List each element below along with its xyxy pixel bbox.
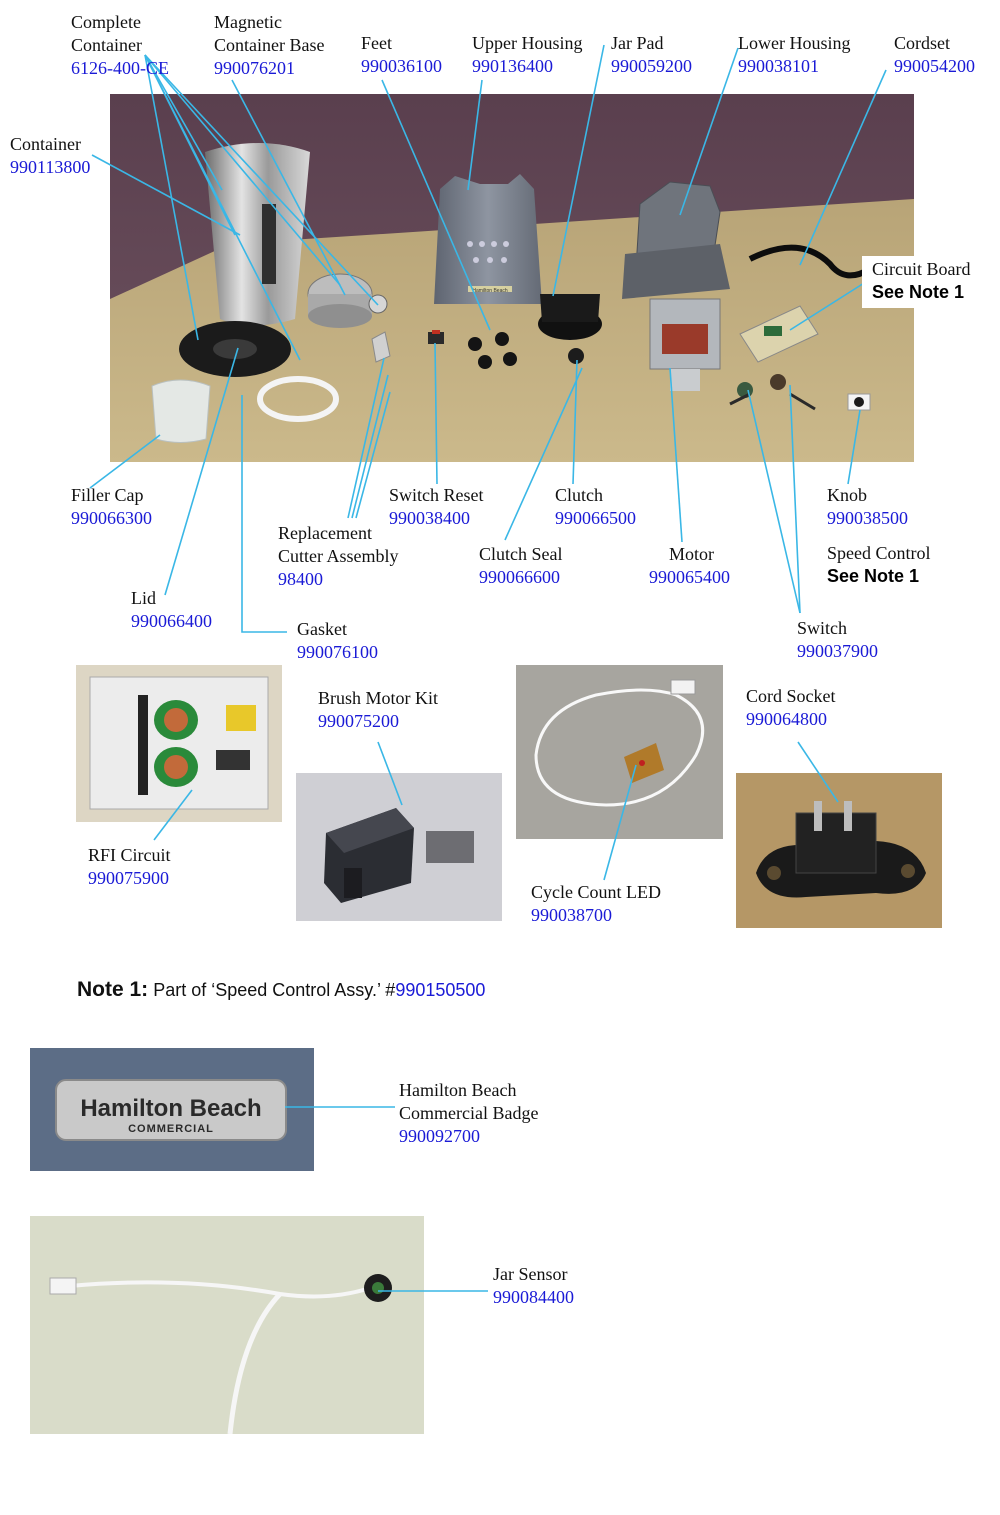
callout-jar-pad: Jar Pad 990059200 bbox=[611, 32, 692, 78]
callout-motor: Motor 990065400 bbox=[649, 543, 730, 589]
callout-jar-sensor: Jar Sensor 990084400 bbox=[493, 1263, 574, 1309]
part-number: 990038500 bbox=[827, 508, 908, 528]
callout-speed-control: Speed Control See Note 1 bbox=[827, 542, 931, 588]
part-number: 990066400 bbox=[131, 611, 212, 631]
unit-brand-text: Hamilton Beach bbox=[472, 288, 508, 294]
callout-name: Circuit Board bbox=[872, 259, 971, 279]
callout-lid: Lid 990066400 bbox=[131, 587, 212, 633]
callout-name: Hamilton Beach bbox=[399, 1080, 517, 1100]
callout-name: Speed Control bbox=[827, 543, 931, 563]
callout-name: Gasket bbox=[297, 619, 347, 639]
part-number: 990037900 bbox=[797, 641, 878, 661]
part-number: 990059200 bbox=[611, 56, 692, 76]
callout-name: Cord Socket bbox=[746, 686, 836, 706]
badge-photo: Hamilton Beach COMMERCIAL bbox=[30, 1048, 314, 1171]
callout-name: Commercial Badge bbox=[399, 1103, 539, 1123]
part-number: 990038400 bbox=[389, 508, 470, 528]
part-number: 990092700 bbox=[399, 1126, 480, 1146]
note-label: Note 1: bbox=[77, 978, 149, 1001]
exploded-parts-illustration: Hamilton Beach bbox=[110, 94, 914, 462]
badge-brand-text: Hamilton Beach bbox=[80, 1095, 261, 1122]
callout-name: Lid bbox=[131, 588, 156, 608]
see-note-text: See Note 1 bbox=[827, 566, 920, 586]
rfi-circuit-photo bbox=[76, 665, 282, 822]
container-shape bbox=[205, 143, 310, 326]
part-number: 990054200 bbox=[894, 56, 975, 76]
part-number: 990064800 bbox=[746, 709, 827, 729]
callout-name: Knob bbox=[827, 485, 867, 505]
callout-knob: Knob 990038500 bbox=[827, 484, 908, 530]
callout-name: Filler Cap bbox=[71, 485, 144, 505]
callout-name: Cycle Count LED bbox=[531, 882, 661, 902]
callout-badge: Hamilton Beach Commercial Badge 99009270… bbox=[399, 1079, 538, 1148]
badge-sub-text: COMMERCIAL bbox=[128, 1123, 214, 1135]
callout-container: Container 990113800 bbox=[10, 133, 90, 179]
part-number: 98400 bbox=[278, 569, 323, 589]
note-text: Part of ‘Speed Control Assy.’ # bbox=[148, 980, 396, 1000]
callout-cord-socket: Cord Socket 990064800 bbox=[746, 685, 836, 731]
callout-name: Brush Motor Kit bbox=[318, 688, 439, 708]
callout-name: Upper Housing bbox=[472, 33, 583, 53]
callout-name: Complete bbox=[71, 12, 141, 32]
callout-name: Switch bbox=[797, 618, 848, 638]
callout-name: Container Base bbox=[214, 35, 325, 55]
callout-replacement-cutter: Replacement Cutter Assembly 98400 bbox=[278, 522, 399, 591]
callout-name: Jar Pad bbox=[611, 33, 664, 53]
callout-name: Switch Reset bbox=[389, 485, 484, 505]
part-number: 990066300 bbox=[71, 508, 152, 528]
callout-gasket: Gasket 990076100 bbox=[297, 618, 378, 664]
part-number: 990076201 bbox=[214, 58, 295, 78]
part-number: 990084400 bbox=[493, 1287, 574, 1307]
callout-clutch: Clutch 990066500 bbox=[555, 484, 636, 530]
upper-housing-shape bbox=[434, 174, 542, 304]
note-part-number: 990150500 bbox=[395, 980, 486, 1000]
callout-name: Cordset bbox=[894, 33, 950, 53]
callout-name: Jar Sensor bbox=[493, 1264, 568, 1284]
part-number: 990038101 bbox=[738, 56, 819, 76]
callout-switch: Switch 990037900 bbox=[797, 617, 878, 663]
callout-brush-motor-kit: Brush Motor Kit 990075200 bbox=[318, 687, 438, 733]
part-number: 990065400 bbox=[649, 567, 730, 587]
callout-name: Container bbox=[10, 134, 81, 154]
brush-motor-kit-photo bbox=[296, 773, 502, 921]
callout-filler-cap: Filler Cap 990066300 bbox=[71, 484, 152, 530]
callout-name: Cutter Assembly bbox=[278, 546, 399, 566]
callout-magnetic-container-base: Magnetic Container Base 990076201 bbox=[214, 11, 324, 80]
callout-cycle-count-led: Cycle Count LED 990038700 bbox=[531, 881, 661, 927]
exploded-parts-photo: Hamilton Beach bbox=[110, 94, 914, 462]
callout-name: Magnetic bbox=[214, 12, 282, 32]
see-note-text: See Note 1 bbox=[872, 282, 965, 302]
part-number: 990113800 bbox=[10, 157, 91, 177]
callout-rfi-circuit: RFI Circuit 990075900 bbox=[88, 844, 171, 890]
callout-name: Lower Housing bbox=[738, 33, 851, 53]
note-1: Note 1: Part of ‘Speed Control Assy.’ #9… bbox=[77, 978, 485, 1002]
part-number: 990075900 bbox=[88, 868, 169, 888]
callout-name: Clutch Seal bbox=[479, 544, 563, 564]
callout-complete-container: Complete Container 6126-400-CE bbox=[71, 11, 169, 80]
part-number: 990038700 bbox=[531, 905, 612, 925]
part-number: 990075200 bbox=[318, 711, 399, 731]
part-number: 990076100 bbox=[297, 642, 378, 662]
callout-clutch-seal: Clutch Seal 990066600 bbox=[479, 543, 563, 589]
part-number: 990036100 bbox=[361, 56, 442, 76]
callout-name: Motor bbox=[669, 544, 714, 564]
callout-name: Feet bbox=[361, 33, 392, 53]
part-number: 990066500 bbox=[555, 508, 636, 528]
part-number: 6126-400-CE bbox=[71, 58, 169, 78]
callout-name: Container bbox=[71, 35, 142, 55]
part-number: 990136400 bbox=[472, 56, 553, 76]
callout-name: Clutch bbox=[555, 485, 603, 505]
callout-feet: Feet 990036100 bbox=[361, 32, 442, 78]
jar-sensor-photo bbox=[30, 1216, 424, 1434]
cord-socket-photo bbox=[736, 773, 942, 928]
callout-name: RFI Circuit bbox=[88, 845, 171, 865]
callout-cordset: Cordset 990054200 bbox=[894, 32, 975, 78]
cycle-count-led-photo bbox=[516, 665, 723, 839]
callout-circuit-board: Circuit Board See Note 1 bbox=[862, 256, 981, 308]
callout-name: Replacement bbox=[278, 523, 372, 543]
callout-switch-reset: Switch Reset 990038400 bbox=[389, 484, 484, 530]
callout-lower-housing: Lower Housing 990038101 bbox=[738, 32, 850, 78]
callout-upper-housing: Upper Housing 990136400 bbox=[472, 32, 583, 78]
part-number: 990066600 bbox=[479, 567, 560, 587]
